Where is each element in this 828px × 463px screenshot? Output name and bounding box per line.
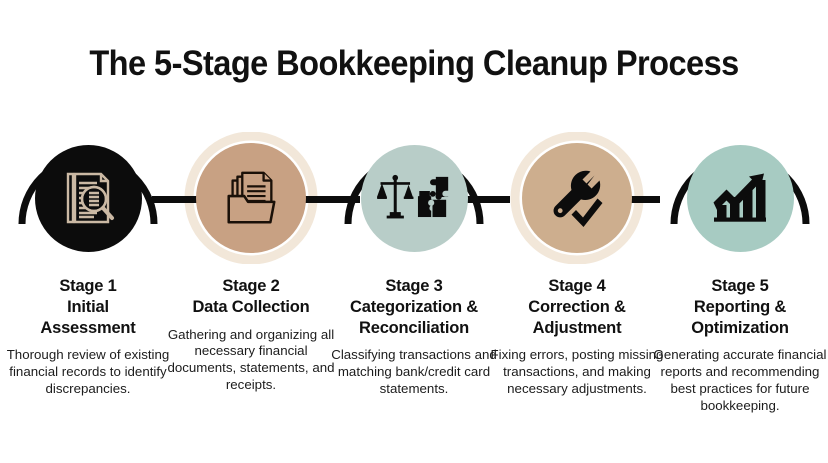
stage-1-number: Stage 1	[59, 277, 117, 295]
stage-2-description: Gathering and organizing all necessary f…	[167, 326, 335, 393]
stage-list: Stage 1 Initial Assessment Thorough revi…	[0, 132, 828, 463]
stage-3-disc	[360, 144, 468, 252]
stage-3-name-line2: Reconciliation	[359, 318, 469, 337]
stage-4-name-line1: Correction &	[528, 297, 626, 316]
growth-bar-chart-icon	[713, 173, 766, 222]
stage-5-name-line1: Reporting &	[693, 297, 787, 316]
stage-item-2[interactable]: Stage 2 Data Collection Gathering and or…	[167, 132, 335, 394]
stage-1-heading: Stage 1 Initial Assessment	[4, 276, 172, 338]
folder-documents-icon	[227, 171, 276, 224]
stage-1-name-line2: Assessment	[40, 318, 136, 337]
stage-2-name-line1: Data Collection	[192, 297, 310, 316]
stage-4-description: Fixing errors, posting missing transacti…	[490, 347, 664, 397]
scales-puzzle-icon	[377, 174, 449, 219]
stage-4-disc	[522, 143, 632, 253]
stage-1-name-line1: Initial	[67, 297, 109, 316]
stage-item-5[interactable]: Stage 5 Reporting & Optimization Generat…	[654, 132, 826, 415]
stage-2-number: Stage 2	[222, 277, 280, 295]
connector-stage2-stage3	[302, 196, 360, 203]
stage-5-number: Stage 5	[711, 277, 769, 295]
stage-2-heading: Stage 2 Data Collection	[167, 276, 335, 318]
stage-item-3[interactable]: Stage 3 Categorization & Reconciliation …	[331, 132, 497, 398]
stage-3-badge	[334, 132, 494, 264]
stage-4-number: Stage 4	[548, 277, 606, 295]
stage-5-badge	[660, 132, 820, 264]
stage-4-name-line2: Adjustment	[532, 318, 622, 337]
stage-1-badge	[8, 132, 168, 264]
stage-2-disc	[196, 143, 306, 253]
connector-stage1-stage2	[152, 196, 210, 203]
stage-1-description: Thorough review of existing financial re…	[6, 347, 170, 397]
stage-3-name-line1: Categorization &	[350, 297, 478, 316]
stage-5-heading: Stage 5 Reporting & Optimization	[656, 276, 824, 338]
stage-5-disc	[686, 144, 794, 252]
stage-2-badge	[171, 132, 331, 264]
page-title: The 5-Stage Bookkeeping Cleanup Process	[89, 44, 739, 83]
stage-item-1[interactable]: Stage 1 Initial Assessment Thorough revi…	[7, 132, 169, 398]
stage-3-heading: Stage 3 Categorization & Reconciliation	[330, 276, 498, 338]
stage-4-heading: Stage 4 Correction & Adjustment	[493, 276, 661, 338]
stage-item-4[interactable]: Stage 4 Correction & Adjustment Fixing e…	[491, 132, 663, 398]
stage-3-number: Stage 3	[385, 277, 443, 295]
stage-5-description: Generating accurate financial reports an…	[653, 347, 827, 413]
stage-3-description: Classifying transactions and matching ba…	[331, 347, 497, 397]
stage-1-disc	[34, 144, 142, 252]
document-magnifier-icon	[66, 172, 114, 224]
wrench-check-icon	[553, 170, 603, 227]
stage-5-name-line2: Optimization	[691, 318, 789, 337]
